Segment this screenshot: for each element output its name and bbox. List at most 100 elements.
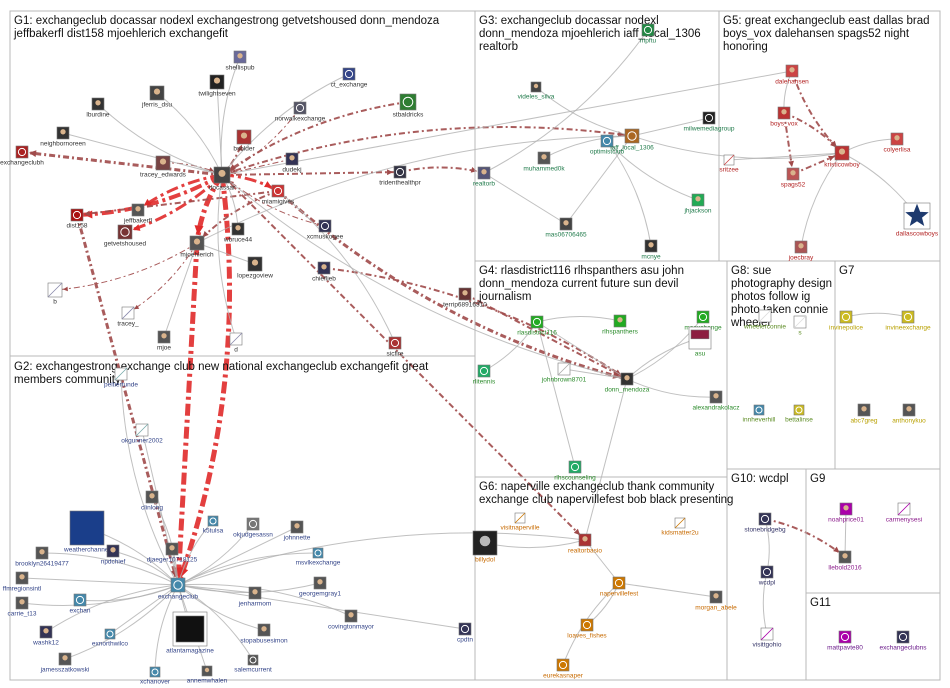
node-okjudgesassn[interactable]: okjudgesassn <box>233 517 273 539</box>
node-exchangeclub[interactable]: exchangeclub <box>158 577 198 601</box>
node-anthonykuo[interactable]: anthonykuo <box>892 403 926 425</box>
node-exchangeclubns[interactable]: exchangeclubns <box>880 630 928 652</box>
node-johnbrown8701[interactable]: johnbrown8701 <box>541 362 587 384</box>
node-getvetshoused[interactable]: getvetshoused <box>104 224 147 248</box>
node-sicfire[interactable]: sicfire <box>387 336 404 358</box>
node-salemcurrent[interactable]: salemcurrent <box>234 654 272 674</box>
node-realtorbasio[interactable]: realtorbasio <box>568 533 602 555</box>
node-wheelerconnie[interactable]: wheelerconnie <box>743 309 786 331</box>
node-exchangeclubh[interactable]: exchangeclubh <box>0 145 44 167</box>
node-sritzee[interactable]: sritzee <box>719 154 739 174</box>
node-xcmuskogee[interactable]: xcmuskogee <box>307 219 344 241</box>
node-innheverhill[interactable]: innheverhill <box>743 404 776 424</box>
node-invinepolice[interactable]: invinepolice <box>829 310 863 332</box>
node-xchanover[interactable]: xchanover <box>140 666 171 686</box>
node-georgemgray1[interactable]: georgemgray1 <box>299 576 341 598</box>
node-morgan_abele[interactable]: morgan_abele <box>695 590 737 612</box>
node-twilightseven[interactable]: twilightseven <box>198 74 236 98</box>
node-carrie_t13[interactable]: carrie_t13 <box>8 596 37 618</box>
node-mcnye[interactable]: mcnye <box>641 239 661 261</box>
node-docassar[interactable]: docassar <box>209 166 236 192</box>
node-okgunner2002[interactable]: okgunner2002 <box>121 423 163 445</box>
node-realtorb[interactable]: realtorb <box>473 166 495 188</box>
node-rlitennis[interactable]: rlitennis <box>473 364 496 386</box>
node-neighbornoreen[interactable]: neighbornoreen <box>40 126 86 148</box>
node-peltiertunde[interactable]: peltiertunde <box>104 367 138 389</box>
node-boys_vox[interactable]: boys_vox <box>770 106 798 128</box>
node-iaff_local_1306[interactable]: iaff_local_1306 <box>610 128 654 152</box>
node-stopabusesimon[interactable]: stopabusesimon <box>240 623 288 645</box>
node-napervillefest[interactable]: napervillefest <box>600 576 638 598</box>
node-mjoe[interactable]: mjoe <box>157 330 171 352</box>
node-alexandrakolacz[interactable]: alexandrakolacz <box>693 390 740 412</box>
node-johnnette[interactable]: johnnette <box>283 520 311 542</box>
node-dallascowboys[interactable]: dallascowboys <box>896 202 939 238</box>
node-tridenthealthpr[interactable]: tridenthealthpr <box>379 165 422 187</box>
node-donn_mendoza[interactable]: donn_mendoza <box>605 372 650 394</box>
node-mjoehlerich[interactable]: mjoehlerich <box>180 235 214 259</box>
node-ct_exchange[interactable]: ct_exchange <box>331 67 368 89</box>
node-chieflieb[interactable]: chieflieb <box>312 261 336 283</box>
node-lburdine[interactable]: lburdine <box>86 97 110 119</box>
node-mpftu[interactable]: mpftu <box>640 23 657 45</box>
node-kidsmatter2u[interactable]: kidsmatter2u <box>661 517 699 537</box>
node-optimistclub[interactable]: optimistclub <box>590 134 625 156</box>
node-dalehansen[interactable]: dalehansen <box>775 64 809 86</box>
node-loaves_fishes[interactable]: loaves_fishes <box>567 618 607 640</box>
node-k5tulsa[interactable]: k5tulsa <box>203 515 224 535</box>
node-visitnaperville[interactable]: visitnaperville <box>500 512 540 532</box>
node-exchan[interactable]: exchan <box>70 593 91 615</box>
node-kristicowboy[interactable]: kristicowboy <box>824 145 860 169</box>
node-lopezgoview[interactable]: lopezgoview <box>237 256 273 280</box>
node-exnorthwilco[interactable]: exnorthwilco <box>92 628 129 648</box>
node-ffmregionsintl[interactable]: ffmregionsintl <box>3 571 42 593</box>
node-weatherchannel[interactable]: weatherchannel <box>63 510 110 554</box>
node-brooklyn26419477[interactable]: brooklyn26419477 <box>15 546 69 568</box>
node-covingtonmayor[interactable]: covingtonmayor <box>328 609 375 631</box>
node-shellispub[interactable]: shellispub <box>226 50 255 72</box>
node-visittgohio[interactable]: visittgohio <box>753 627 782 649</box>
node-norwalkexchange[interactable]: norwalkexchange <box>275 101 326 123</box>
node-msvlkexchange[interactable]: msvlkexchange <box>296 547 341 567</box>
node-jenharmom[interactable]: jenharmom <box>238 586 272 608</box>
node-colyerlisa[interactable]: colyerlisa <box>883 132 911 154</box>
node-mas06706465[interactable]: mas06706465 <box>545 217 587 239</box>
node-npdchief[interactable]: npdchief <box>101 544 126 566</box>
node-annemwhalen[interactable]: annemwhalen <box>187 665 228 685</box>
node-b[interactable]: b <box>47 282 63 306</box>
node-tracey_edwards[interactable]: tracey_edwards <box>140 155 187 179</box>
node-videles_silva[interactable]: videles_silva <box>518 81 555 101</box>
node-bsolder[interactable]: bsolder <box>233 129 255 153</box>
node-wcdpl[interactable]: wcdpl <box>758 565 776 587</box>
node-joecbray[interactable]: joecbray <box>788 240 814 262</box>
node-abc7greg[interactable]: abc7greg <box>850 403 878 425</box>
node-billydol[interactable]: billydol <box>472 530 498 564</box>
node-rlhscounseling[interactable]: rlhscounseling <box>554 460 596 482</box>
node-jferris_dsu[interactable]: jferris_dsu <box>141 85 172 109</box>
node-asu[interactable]: asu <box>688 326 712 358</box>
node-spags52[interactable]: spags52 <box>781 167 806 189</box>
node-llebold2016[interactable]: llebold2016 <box>828 550 862 572</box>
node-washk12[interactable]: washk12 <box>32 625 59 647</box>
node-noahprice01[interactable]: noahprice01 <box>828 502 864 524</box>
node-rlasdistrict116[interactable]: rlasdistrict116 <box>517 315 557 337</box>
node-clinlong[interactable]: clinlong <box>141 490 163 512</box>
node-stonebridgebg[interactable]: stonebridgebg <box>744 512 786 534</box>
node-muhammed0k[interactable]: muhammed0k <box>523 151 565 173</box>
node-s[interactable]: s <box>793 315 807 337</box>
node-jeffbakerfl[interactable]: jeffbakerfl <box>123 203 153 225</box>
node-eurekasnaper[interactable]: eurekasnaper <box>543 658 584 680</box>
node-dist158[interactable]: dist158 <box>67 208 88 230</box>
node-wbruce44[interactable]: wbruce44 <box>223 222 253 244</box>
node-milwemediagroup[interactable]: milwemediagroup <box>684 111 735 133</box>
node-atlantamagazine[interactable]: atlantamagazine <box>166 611 214 655</box>
node-d[interactable]: d <box>229 332 243 354</box>
node-terrip68916310[interactable]: terrip68916310 <box>443 287 487 309</box>
node-djaeger10718125[interactable]: djaeger10718125 <box>147 542 198 564</box>
node-dudekj[interactable]: dudekj <box>282 152 302 174</box>
node-tracey_[interactable]: tracey_ <box>117 306 139 328</box>
node-stbaldricks[interactable]: stbaldricks <box>393 93 424 119</box>
node-cpdtn[interactable]: cpdtn <box>457 622 473 644</box>
node-mattpavte80[interactable]: mattpavte80 <box>827 630 863 652</box>
node-bettalinse[interactable]: bettalinse <box>785 404 813 424</box>
